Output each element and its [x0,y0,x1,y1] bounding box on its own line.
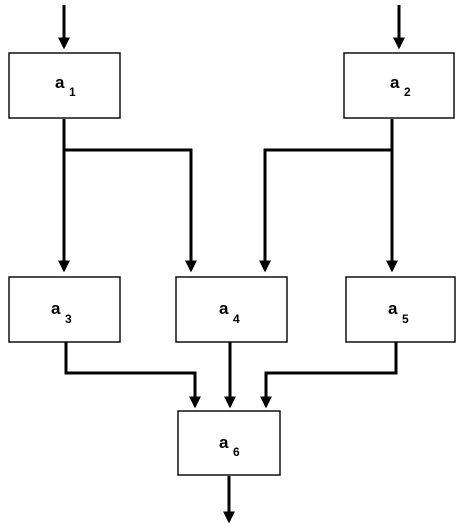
node-a4-label: a 4 [219,299,240,326]
node-a3-box [8,276,121,343]
node-a1-label: a 1 [55,73,76,99]
node-a3: a 3 [8,276,121,343]
node-a2: a 2 [343,52,455,119]
arrow-a1-to-a4 [64,148,197,273]
node-a5: a 5 [345,276,456,343]
edges [58,5,405,524]
node-a1-box [8,52,121,119]
node-a3-label: a 3 [51,299,72,326]
arrow-a3-to-a6 [64,342,201,409]
node-a2-label: a 2 [390,73,411,99]
node-a1: a 1 [8,52,121,119]
node-a4-box [175,276,288,343]
node-a5-label: a 5 [388,299,409,326]
node-a6-label: a 6 [219,433,240,459]
arrow-a5-to-a6 [260,342,398,409]
node-a4: a 4 [175,276,288,343]
node-a2-box [343,52,455,119]
node-a5-box [345,276,456,343]
node-a6-box [177,410,281,476]
arrow-a2-to-a4 [259,148,392,273]
node-a6: a 6 [177,410,281,476]
